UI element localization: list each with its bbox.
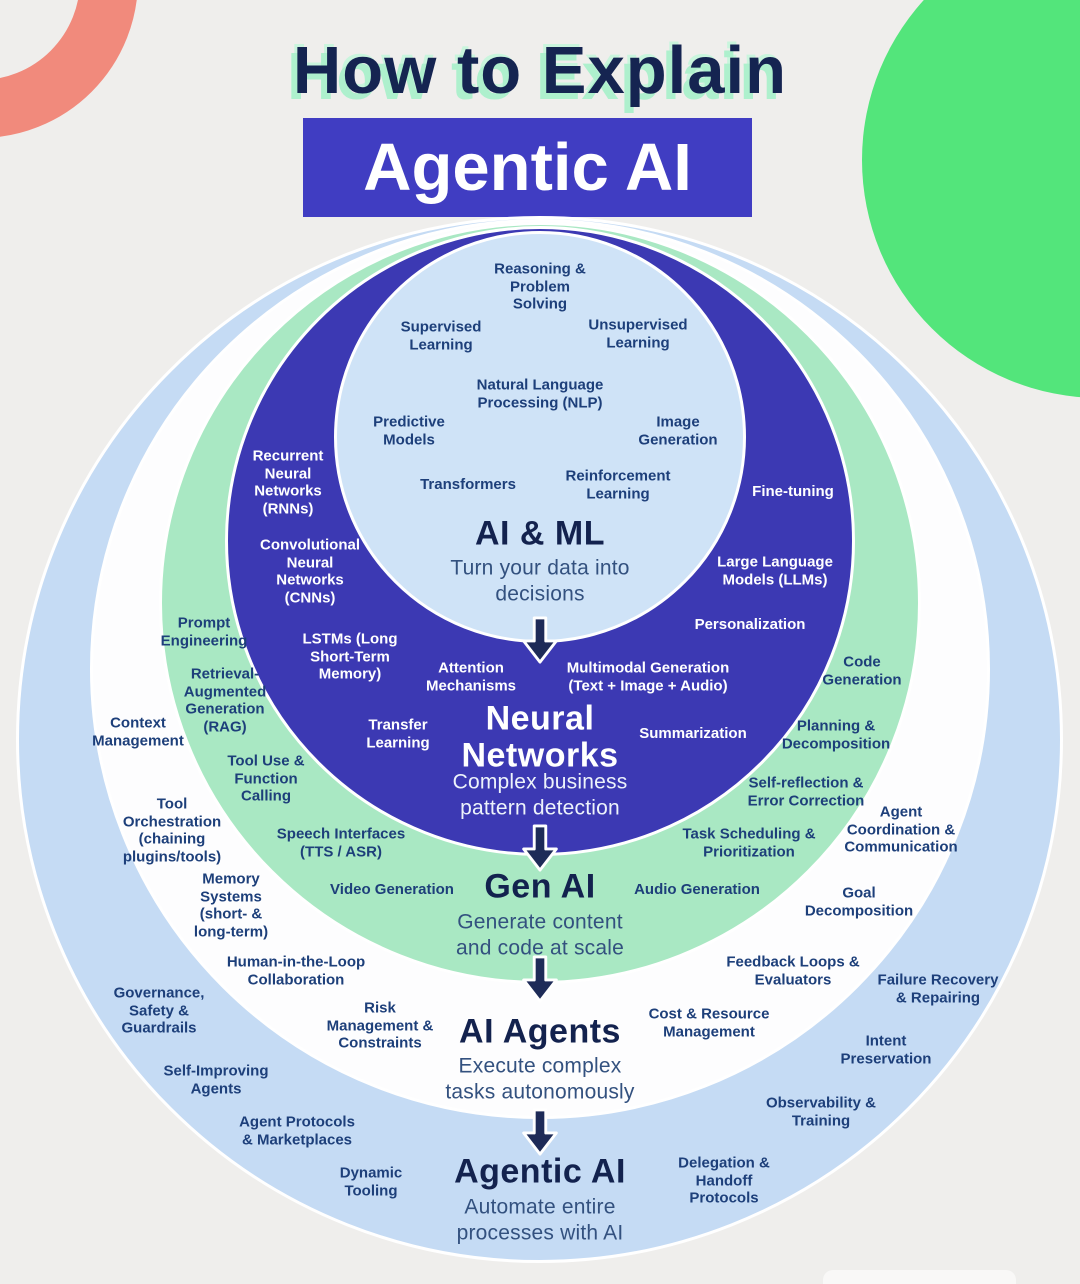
term-rnns: Recurrent Neural Networks (RNNs) (252, 447, 324, 518)
bottom-card-edge-decoration (823, 1270, 1016, 1284)
term-speech-interfaces: Speech Interfaces (TTS / ASR) (276, 825, 406, 860)
term-code-generation: Code Generation (822, 653, 902, 688)
term-transformers: Transformers (420, 476, 516, 494)
term-self-improving-agents: Self-Improving Agents (163, 1062, 269, 1097)
term-intent-preservation: Intent Preservation (840, 1032, 932, 1067)
ring-ai-ml (334, 231, 746, 643)
term-task-scheduling-prioritization: Task Scheduling & Prioritization (682, 825, 816, 860)
term-agent-coordination-communication: Agent Coordination & Communication (844, 803, 958, 856)
section-title-ai-agents: AI Agents (459, 1012, 621, 1051)
term-rag: Retrieval- Augmented Generation (RAG) (183, 665, 267, 736)
term-planning-decomposition: Planning & Decomposition (781, 717, 891, 752)
section-desc-ai-ml: Turn your data into decisions (450, 556, 630, 605)
coral-arc-decoration (0, 0, 138, 138)
term-delegation-handoff-protocols: Delegation & Handoff Protocols (678, 1154, 770, 1207)
term-reinforcement-learning: Reinforcement Learning (565, 467, 671, 502)
section-title-gen-ai: Gen AI (484, 867, 596, 906)
term-supervised-learning: Supervised Learning (400, 318, 482, 353)
term-audio-generation: Audio Generation (634, 881, 760, 899)
term-predictive-models: Predictive Models (373, 413, 445, 448)
term-self-reflection-error-correction: Self-reflection & Error Correction (747, 774, 865, 809)
section-title-agentic-ai: Agentic AI (454, 1152, 626, 1191)
down-arrow-icon (520, 1107, 560, 1157)
term-human-in-the-loop: Human-in-the-Loop Collaboration (226, 953, 366, 988)
down-arrow-icon (520, 823, 560, 873)
term-reasoning-problem-solving: Reasoning & Problem Solving (494, 260, 586, 313)
term-feedback-loops-evaluators: Feedback Loops & Evaluators (726, 953, 860, 988)
term-transfer-learning: Transfer Learning (366, 716, 430, 751)
down-arrow-icon (520, 954, 560, 1004)
term-personalization: Personalization (694, 616, 806, 634)
term-context-management: Context Management (92, 714, 184, 749)
term-llms: Large Language Models (LLMs) (717, 553, 833, 588)
poster-title: How to Explain (292, 33, 788, 108)
term-risk-management-constraints: Risk Management & Constraints (326, 999, 434, 1052)
section-title-neural-networks: Neural Networks (461, 699, 619, 774)
term-observability-training: Observability & Training (765, 1094, 877, 1129)
term-memory-systems: Memory Systems (short- & long-term) (193, 870, 269, 941)
term-tool-use-function-calling: Tool Use & Function Calling (227, 752, 305, 805)
term-unsupervised-learning: Unsupervised Learning (588, 316, 688, 351)
term-dynamic-tooling: Dynamic Tooling (339, 1164, 403, 1199)
term-image-generation: Image Generation (638, 413, 718, 448)
term-lstms: LSTMs (Long Short-Term Memory) (302, 630, 398, 683)
term-cnns: Convolutional Neural Networks (CNNs) (260, 536, 360, 607)
term-multimodal-generation: Multimodal Generation (Text + Image + Au… (566, 659, 730, 694)
section-desc-ai-agents: Execute complex tasks autonomously (445, 1054, 635, 1103)
term-agent-protocols-marketplaces: Agent Protocols & Marketplaces (239, 1113, 355, 1148)
term-attention-mechanisms: Attention Mechanisms (425, 659, 517, 694)
section-desc-neural-networks: Complex business pattern detection (452, 770, 628, 819)
term-tool-orchestration: Tool Orchestration (chaining plugins/too… (122, 795, 222, 866)
section-title-ai-ml: AI & ML (474, 514, 606, 553)
term-summarization: Summarization (639, 725, 747, 743)
section-desc-agentic-ai: Automate entire processes with AI (456, 1195, 624, 1244)
term-prompt-engineering: Prompt Engineering (160, 614, 248, 649)
poster-subtitle: Agentic AI (363, 130, 692, 205)
term-fine-tuning: Fine-tuning (752, 483, 834, 501)
term-cost-resource-management: Cost & Resource Management (648, 1005, 770, 1040)
term-governance-safety-guardrails: Governance, Safety & Guardrails (113, 984, 205, 1037)
section-desc-gen-ai: Generate content and code at scale (455, 910, 625, 959)
term-goal-decomposition: Goal Decomposition (804, 884, 914, 919)
term-video-generation: Video Generation (330, 881, 454, 899)
title-banner: Agentic AI (303, 118, 752, 217)
green-circle-decoration (862, 0, 1080, 398)
down-arrow-icon (520, 615, 560, 665)
term-failure-recovery-repairing: Failure Recovery & Repairing (877, 971, 999, 1006)
term-nlp: Natural Language Processing (NLP) (476, 376, 604, 411)
